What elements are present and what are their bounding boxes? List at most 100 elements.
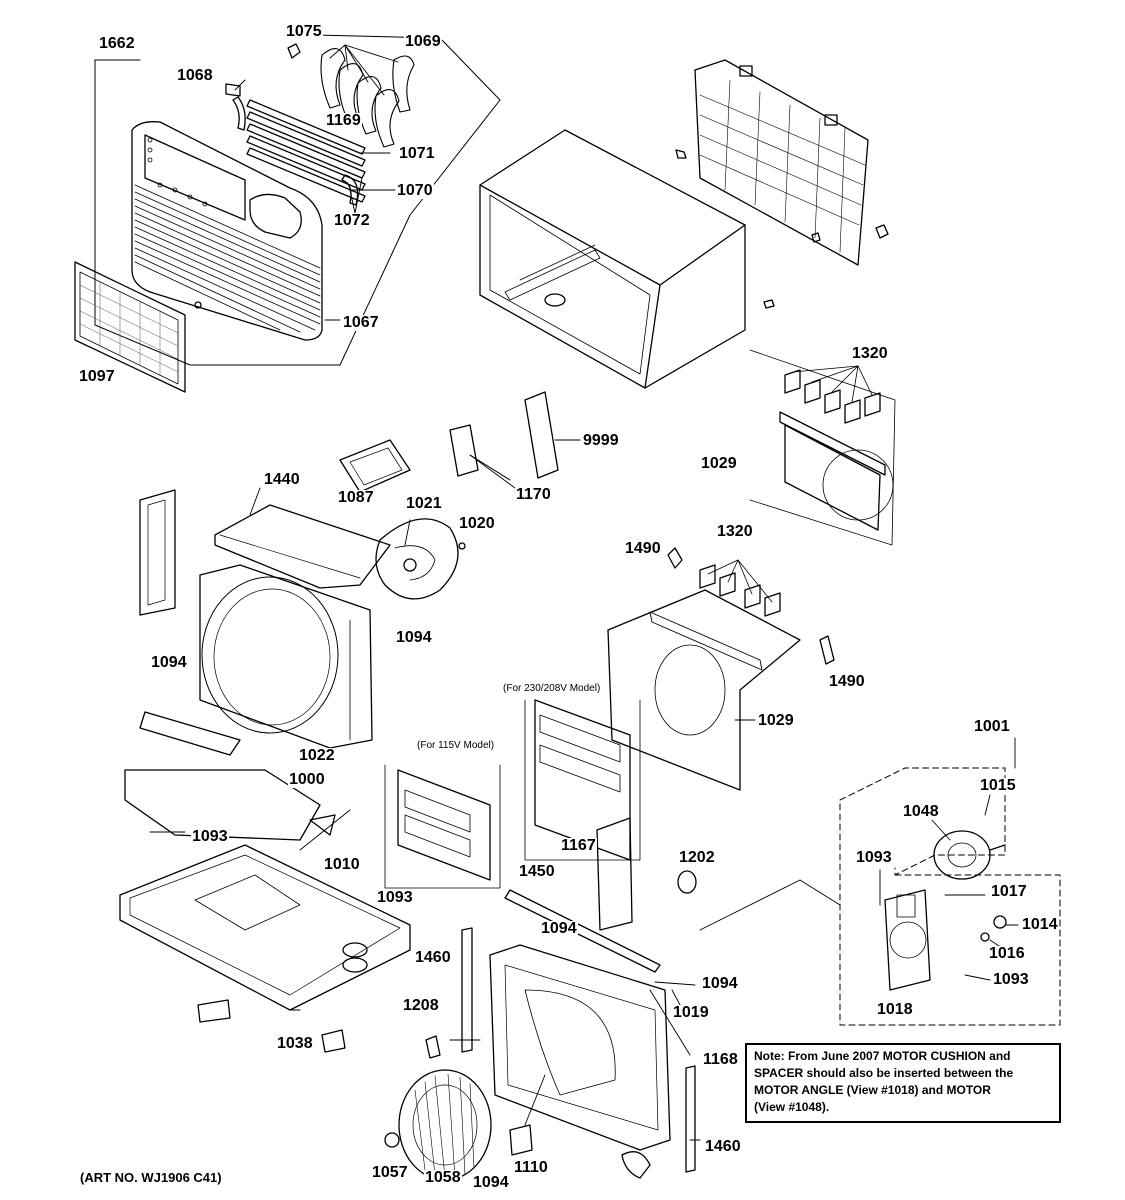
part-label-1075: 1075 <box>285 23 323 40</box>
part-1110 <box>509 1124 533 1156</box>
part-label-1202: 1202 <box>678 849 716 866</box>
front-grille <box>131 121 323 341</box>
bracket-1068 <box>232 96 246 131</box>
part-label-1094-center: 1094 <box>540 920 578 937</box>
base-pan <box>119 844 411 1011</box>
part-label-1021: 1021 <box>405 495 443 512</box>
part-label-1208: 1208 <box>402 997 440 1014</box>
part-label-1029-top: 1029 <box>700 455 738 472</box>
screw-1075 <box>287 43 301 59</box>
strip-1000 <box>139 711 241 756</box>
note-line-1: Note: From June 2007 MOTOR CUSHION and <box>754 1049 1011 1063</box>
seal-1450 <box>504 889 661 973</box>
part-label-1320-mid: 1320 <box>716 523 754 540</box>
motor-assembly-outline <box>839 767 1061 1026</box>
note-line-3: MOTOR ANGLE (View #1018) and MOTOR <box>754 1083 991 1097</box>
part-label-1490-left: 1490 <box>624 540 662 557</box>
clip-1068 <box>225 83 241 97</box>
condenser-fan <box>375 518 459 600</box>
seal-1460-left <box>461 927 473 1053</box>
part-label-1016: 1016 <box>988 945 1026 962</box>
part-label-1168: 1168 <box>702 1051 739 1068</box>
part-label-1093-left: 1093 <box>191 828 229 845</box>
blower-housing <box>489 944 671 1151</box>
part-label-1662: 1662 <box>98 35 136 52</box>
part-label-1072: 1072 <box>333 212 371 229</box>
vane-clips <box>320 48 415 148</box>
part-label-1490-right: 1490 <box>828 673 866 690</box>
part-label-1048: 1048 <box>902 803 940 820</box>
part-label-1018: 1018 <box>876 1001 914 1018</box>
control-box-230v <box>534 699 631 861</box>
part-label-1170: 1170 <box>515 486 552 503</box>
seal-1460-right <box>685 1065 696 1173</box>
part-label-1014: 1014 <box>1021 916 1059 933</box>
part-label-1450: 1450 <box>518 863 556 880</box>
model-note-230v: (For 230/208V Model) <box>503 683 601 694</box>
bracket-1490-right <box>819 635 835 665</box>
part-label-1460-left: 1460 <box>414 949 452 966</box>
capacitor-bracket-1167 <box>596 817 633 931</box>
note-line-2: SPACER should also be inserted between t… <box>754 1066 1014 1080</box>
part-label-1000: 1000 <box>288 771 326 788</box>
leader-lines <box>149 44 1019 1141</box>
part-label-1001: 1001 <box>973 718 1011 735</box>
bracket-1490-left <box>667 547 683 569</box>
part-label-1093-motor: 1093 <box>992 971 1030 988</box>
motor-cushion-note: Note: From June 2007 MOTOR CUSHION and S… <box>745 1043 1061 1123</box>
part-label-1094-mid: 1094 <box>395 629 433 646</box>
part-label-1110: 1110 <box>513 1159 549 1176</box>
part-label-1460-right: 1460 <box>704 1138 742 1155</box>
part-label-1029-mid: 1029 <box>757 712 795 729</box>
capacitor-1202 <box>677 870 697 894</box>
bracket-1170 <box>449 424 479 477</box>
part-label-9999: 9999 <box>582 432 620 449</box>
part-label-1169: 1169 <box>325 112 362 129</box>
cushion-1014 <box>993 915 1007 929</box>
shroud-top <box>214 504 391 589</box>
clip-1000 <box>309 814 336 836</box>
clip-1208 <box>425 1035 441 1059</box>
model-note-115v: (For 115V Model) <box>417 740 495 751</box>
spacer-1016 <box>980 932 990 942</box>
bearing-part <box>621 1151 651 1179</box>
part-label-1057: 1057 <box>371 1164 409 1181</box>
part-label-1093-right: 1093 <box>855 849 893 866</box>
cap-1038 <box>321 1029 346 1053</box>
mid-bracket-1029 <box>607 559 801 791</box>
fan-motor <box>933 830 1006 880</box>
part-label-1020: 1020 <box>458 515 496 532</box>
part-label-1069: 1069 <box>404 33 442 50</box>
part-label-1097: 1097 <box>78 368 116 385</box>
manual-envelope <box>524 391 559 479</box>
control-box-115v <box>397 769 491 881</box>
nut-1057 <box>384 1132 400 1148</box>
cabinet-wrapper <box>479 129 746 389</box>
part-label-1022: 1022 <box>298 747 336 764</box>
part-label-1094-bottom: 1094 <box>472 1174 510 1191</box>
part-label-1094-right: 1094 <box>701 975 739 992</box>
part-label-1067: 1067 <box>342 314 380 331</box>
air-filter <box>74 261 186 393</box>
part-label-1093-base: 1093 <box>376 889 414 906</box>
part-label-1038: 1038 <box>276 1035 314 1052</box>
front-grille-group-outline <box>94 34 501 366</box>
part-label-1167: 1167 <box>560 837 597 854</box>
part-label-1019: 1019 <box>672 1004 710 1021</box>
motor-angle <box>884 889 931 991</box>
note-line-4: (View #1048). <box>754 1100 830 1114</box>
art-number: (ART NO. WJ1906 C41) <box>80 1170 222 1185</box>
rear-grille <box>675 59 889 309</box>
bracket-1070 <box>341 174 359 206</box>
blower-wheel <box>398 1069 492 1181</box>
part-label-1010: 1010 <box>323 856 361 873</box>
drain-pan-1000 <box>124 769 321 841</box>
part-label-1320-top: 1320 <box>851 345 889 362</box>
bracket-1087 <box>339 439 411 493</box>
part-label-1068: 1068 <box>176 67 214 84</box>
part-label-1094-left: 1094 <box>150 654 188 671</box>
part-label-1070: 1070 <box>396 182 434 199</box>
top-bracket-assembly <box>749 349 896 546</box>
part-label-1017: 1017 <box>990 883 1028 900</box>
